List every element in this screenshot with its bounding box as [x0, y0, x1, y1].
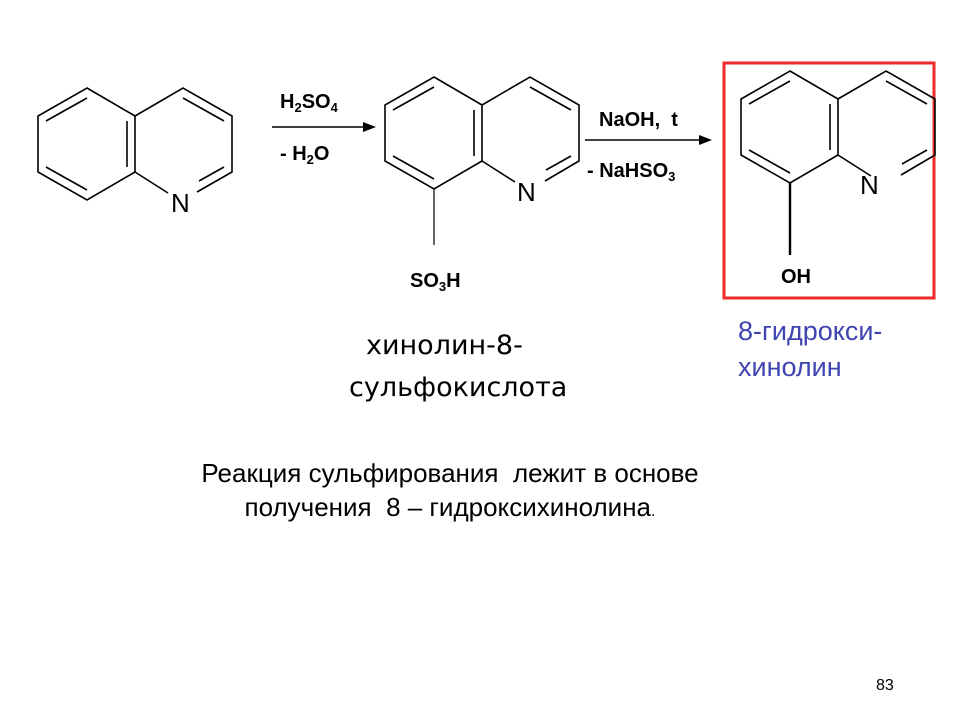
step1-byproduct: - H2O — [280, 143, 329, 167]
page-number: 83 — [876, 677, 894, 694]
sulfonic-acid-structure — [384, 76, 580, 245]
statement-line2: получения 8 – гидроксихинолина. — [100, 490, 800, 529]
hydroxyquinoline-name-line2: хинолин — [738, 352, 842, 382]
step1-reagent: H2SO4 — [280, 91, 339, 115]
hydroxyquinoline-name-line1: 8-гидрокси- — [738, 316, 883, 346]
sulfonic-acid-n-atom: N — [517, 177, 536, 207]
reaction-arrow-2 — [585, 135, 712, 145]
statement-line2-text: получения 8 – гидроксихинолина — [244, 492, 652, 522]
reaction-arrow-1 — [272, 122, 376, 132]
statement-text: Реакция сульфирования лежит в основе пол… — [100, 456, 800, 529]
step2-byproduct: - NaHSO3 — [587, 160, 675, 184]
oh-group: OH — [781, 266, 811, 288]
statement-period: . — [651, 503, 656, 520]
quinoline-n-atom: N — [171, 188, 190, 218]
statement-line1: Реакция сульфирования лежит в основе — [201, 458, 699, 488]
hydroxyquinoline-name: 8-гидрокси- хинолин — [738, 313, 882, 385]
quinoline-structure — [37, 87, 233, 201]
product-highlight-box — [722, 61, 936, 300]
hydroxyquinoline-n-atom: N — [860, 170, 879, 200]
sulfonic-acid-name-line1: хинолин-8- — [366, 330, 523, 361]
hydroxyquinoline-structure — [740, 70, 936, 255]
sulfonic-acid-name-line2: сульфокислота — [349, 372, 568, 403]
so3h-group: SO3H — [410, 270, 461, 294]
step2-reagent: NaOH, t — [599, 109, 678, 131]
